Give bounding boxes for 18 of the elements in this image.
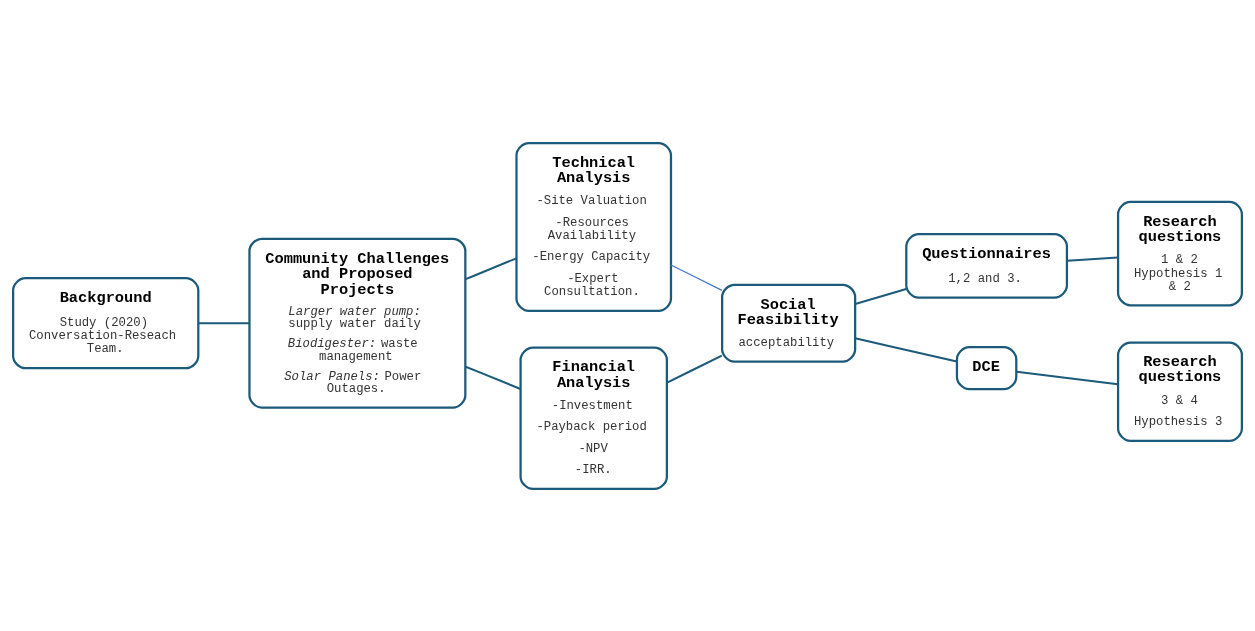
connector bbox=[1067, 256, 1118, 262]
node-box: Technical Analysis -Site Valuation -Resources Availability -Energy Capacity -Expert Consultation. bbox=[515, 141, 673, 312]
node-box: DCE bbox=[955, 345, 1018, 390]
node-box: Research questions 3 & 4 Hypothesis 3 bbox=[1116, 340, 1243, 442]
node-box: Background Study (2020) Conversation-Reseach Team. bbox=[12, 276, 200, 369]
node-box: Financial Analysis -Investment -Payback period -NPV -IRR. bbox=[519, 346, 668, 490]
node-box: Community Challenges and Proposed Projects Larger water pump: supply water daily Biodigester: waste management Solar Panels: Power Outages. bbox=[248, 237, 467, 409]
connector bbox=[666, 354, 723, 384]
connector bbox=[670, 263, 723, 291]
connector bbox=[1016, 370, 1119, 385]
connector bbox=[854, 336, 958, 363]
connector bbox=[854, 287, 907, 305]
node-box: Questionnaires 1,2 and 3. bbox=[905, 232, 1069, 299]
node-box: Research questions 1 & 2 Hypothesis 1 & 2 bbox=[1116, 200, 1243, 306]
connector bbox=[198, 321, 250, 324]
node-box: Social Feasibility acceptability bbox=[721, 283, 857, 363]
connector bbox=[465, 256, 517, 280]
connector bbox=[465, 365, 521, 390]
